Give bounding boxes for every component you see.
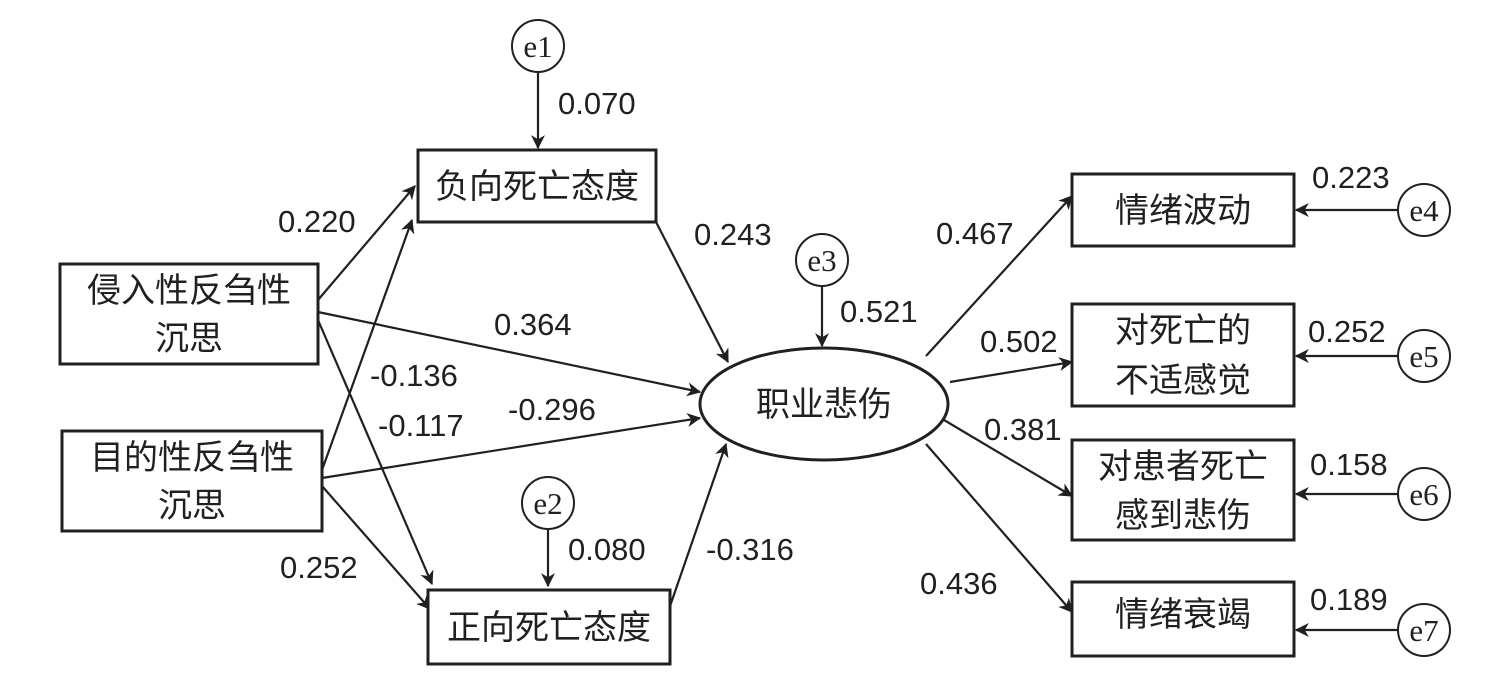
error-e6: e6 [1397,467,1451,521]
error-e6-label: e6 [1409,477,1438,512]
node-emotional-fluctuation: 情绪波动 [1070,172,1296,248]
error-e5: e5 [1397,329,1451,383]
error-e2: e2 [521,476,575,530]
error-e3-label: e3 [807,243,836,278]
arrow-grief-to-patient-death [943,419,1074,497]
error-e3: e3 [795,233,849,287]
node-grief-label: 职业悲伤 [756,386,892,424]
node-patient-death-line2: 感到悲伤 [1115,497,1251,535]
error-e1-value: 0.070 [558,86,636,121]
arrow-grief-to-exhaustion [925,443,1073,613]
error-e1-label: e1 [523,29,552,64]
arrow-grief-to-discomfort [949,357,1074,384]
arrow-negative-to-grief [654,219,729,364]
error-e5-label: e5 [1409,339,1438,374]
coef-deliberate-to-positive: 0.252 [280,550,358,585]
node-negative-death-attitude: 负向死亡态度 [416,148,658,224]
node-deliberate-line2: 沉思 [158,488,226,525]
path-arrows [316,72,1398,637]
error-e5-value: 0.252 [1308,314,1386,349]
node-intrusive-line2: 沉思 [155,321,223,358]
node-patient-death-grief: 对患者死亡 感到悲伤 [1070,438,1296,542]
error-e2-value: 0.080 [568,532,646,567]
node-deliberate-rumination: 目的性反刍性 沉思 [60,429,324,533]
arrow-intrusive-to-positive [316,319,434,586]
coef-intrusive-to-positive: -0.136 [370,358,458,393]
coef-positive-to-grief: -0.316 [706,532,794,567]
node-intrusive-rumination: 侵入性反刍性 沉思 [58,262,320,366]
node-discomfort-line1: 对死亡的 [1115,312,1251,350]
node-emotional-exhaustion: 情绪衰竭 [1070,580,1296,658]
coef-deliberate-to-negative: -0.117 [378,408,464,443]
error-e2-label: e2 [533,486,562,521]
coef-grief-to-fluctuation: 0.467 [936,216,1014,251]
arrow-intrusive-to-negative [317,185,416,301]
error-e1: e1 [511,19,565,73]
coef-intrusive-to-negative: 0.220 [278,204,356,239]
arrow-deliberate-to-grief [321,413,702,480]
error-e6-value: 0.158 [1310,447,1388,482]
node-positive-death-attitude: 正向死亡态度 [426,588,672,666]
error-e4-value: 0.223 [1312,160,1390,195]
coef-grief-to-exhaustion: 0.436 [920,566,998,601]
arrow-intrusive-to-grief [317,310,702,397]
error-e7-value: 0.189 [1310,582,1388,617]
coef-negative-to-grief: 0.243 [694,217,772,252]
error-e7: e7 [1397,603,1451,657]
node-positive-label: 正向死亡态度 [447,609,651,647]
arrow-deliberate-to-positive [321,485,431,610]
node-exhaustion-label: 情绪衰竭 [1115,596,1251,634]
arrow-deliberate-to-negative [320,218,415,471]
arrow-positive-to-grief [666,442,729,613]
error-e3-value: 0.521 [840,294,918,329]
node-discomfort-line2: 不适感觉 [1115,362,1251,400]
node-negative-label: 负向死亡态度 [435,168,639,206]
error-e4-label: e4 [1409,193,1439,228]
node-fluctuation-label: 情绪波动 [1115,192,1251,230]
node-occupational-grief: 职业悲伤 [698,346,950,462]
coef-intrusive-to-grief: 0.364 [494,307,572,342]
coef-grief-to-patient-death: 0.381 [984,412,1062,447]
coef-grief-to-discomfort: 0.502 [980,324,1058,359]
node-deliberate-line1: 目的性反刍性 [90,439,294,477]
node-death-discomfort: 对死亡的 不适感觉 [1070,302,1296,408]
node-intrusive-line1: 侵入性反刍性 [87,272,291,310]
error-e4: e4 [1397,183,1451,237]
error-e7-label: e7 [1409,613,1438,648]
arrow-grief-to-fluctuation [925,195,1073,357]
coef-deliberate-to-grief: -0.296 [508,392,596,427]
node-patient-death-line1: 对患者死亡 [1098,448,1268,486]
